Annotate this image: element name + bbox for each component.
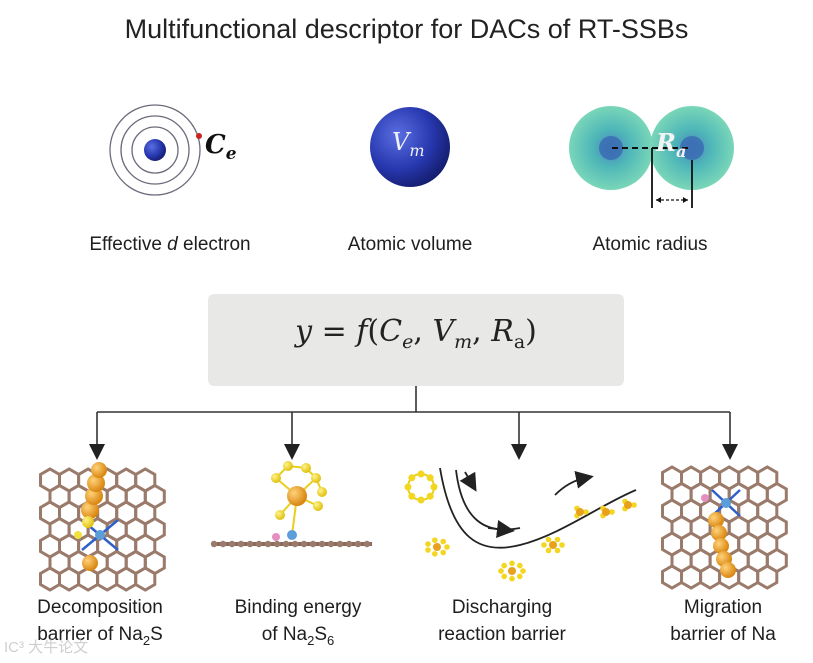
sulfur-atom (417, 496, 425, 504)
graphene-ring (39, 566, 61, 592)
substrate-atom (345, 540, 353, 548)
graphene-ring (680, 564, 703, 590)
discharging-pathway-diagram (404, 467, 637, 582)
descriptor-formula: y = f(Ce, Vm, Ra) (295, 314, 537, 353)
sulfur-atom (430, 483, 438, 491)
substrate-atom (210, 540, 218, 548)
atomic-radius-icon (569, 106, 734, 208)
diagram-title: Multifunctional descriptor for DACs of R… (124, 14, 689, 44)
polysulfide-cluster (425, 537, 450, 557)
substrate-atom (282, 540, 290, 548)
sulfur-atom (408, 492, 416, 500)
watermark: IC³ 大牛论文 (4, 639, 89, 656)
ce-symbol: Ce (205, 130, 237, 165)
substrate-atom (336, 540, 344, 548)
graphene-ring (737, 564, 760, 590)
substrate-atom (318, 540, 326, 548)
substrate-atom (255, 540, 263, 548)
graphene-ring (58, 566, 81, 592)
substrate-atom (219, 540, 227, 548)
connector-lines (89, 386, 738, 460)
atomic-volume-label: Atomic volume (347, 234, 473, 255)
substrate-atom (264, 540, 272, 548)
migration-barrier-label: Migration barrier of Na (670, 597, 776, 645)
polysulfide-cluster (622, 498, 637, 512)
effective-d-electron-label: Effective d electron (89, 234, 251, 255)
atomic-volume-icon (370, 107, 450, 187)
sulfur-atom (426, 492, 434, 500)
substrate-atom (273, 540, 281, 548)
polysulfide-cluster (541, 536, 565, 554)
sulfur-atom (404, 483, 412, 491)
na2s-decomposition-structure (39, 462, 166, 592)
substrate-atom (228, 540, 236, 548)
graphene-ring (96, 566, 119, 592)
substrate-atom (300, 540, 308, 548)
sulfur-atom (417, 470, 425, 478)
discharging-barrier-label: Discharging reaction barrier (438, 597, 566, 645)
substrate-atom (291, 540, 299, 548)
na-migration-structure (661, 465, 788, 590)
formula-box (208, 294, 624, 386)
substrate-atom (246, 540, 254, 548)
effective-d-electron-icon (109, 104, 202, 196)
polysulfide-cluster (600, 505, 615, 519)
substrate-atom (309, 540, 317, 548)
substrate-atom (237, 540, 245, 548)
substrate-atom (363, 540, 371, 548)
graphene-ring (699, 564, 722, 590)
polysulfide-cluster (498, 560, 526, 582)
decomposition-barrier-label: Decomposition barrier of Na2S (37, 597, 163, 648)
graphene-ring (756, 564, 779, 590)
polysulfide-cluster (574, 505, 589, 519)
sulfur-atom (426, 474, 434, 482)
graphene-ring (115, 566, 138, 592)
na2s6-binding-structure (210, 461, 372, 548)
binding-energy-label: Binding energy of Na2S6 (234, 597, 362, 648)
substrate-atom (354, 540, 362, 548)
atomic-radius-label: Atomic radius (592, 234, 708, 255)
graphene-ring (77, 566, 100, 592)
graphene-ring (661, 564, 683, 590)
vm-symbol: Vm (392, 128, 425, 160)
sulfur-atom (408, 474, 416, 482)
ra-symbol: Ra (656, 128, 687, 161)
substrate-atom (327, 540, 335, 548)
graphene-ring (134, 566, 157, 592)
